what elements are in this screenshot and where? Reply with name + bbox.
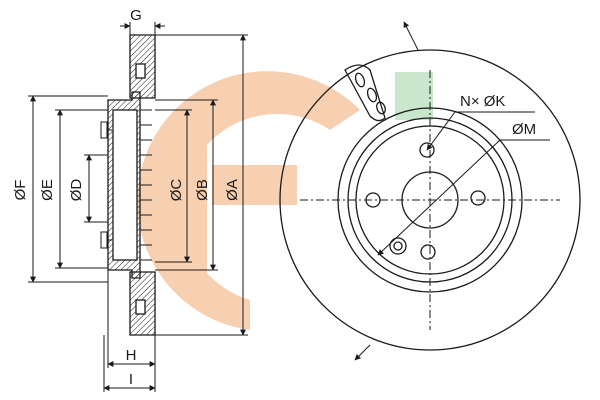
dim-label-c: ØC	[168, 179, 185, 202]
watermark-orange-arc	[137, 71, 360, 331]
dim-label-h: H	[126, 347, 137, 364]
section-dimension-lines	[28, 22, 248, 392]
disc-outer-edge	[279, 49, 581, 351]
bolt-hole-2	[470, 190, 486, 206]
locating-hole	[389, 237, 407, 255]
dim-label-g: G	[130, 7, 142, 24]
bolt-hole-3	[420, 244, 436, 260]
dim-label-m: ØM	[512, 121, 536, 138]
dim-label-e: ØE	[39, 179, 56, 201]
dim-label-f: ØF	[12, 180, 29, 201]
front-view-leaders	[300, 21, 560, 361]
dim-label-d: ØD	[68, 179, 85, 202]
cooling-slots	[344, 64, 386, 122]
dim-label-b: ØB	[194, 179, 211, 201]
dim-label-a: ØA	[224, 179, 241, 201]
dim-label-i: I	[129, 371, 133, 388]
ring-ribs	[140, 109, 152, 261]
side-section-view	[100, 34, 156, 336]
hub-bolt-markers	[100, 121, 112, 249]
bolt-hole-1	[419, 142, 435, 158]
dim-label-nk: N× ØK	[460, 93, 505, 110]
